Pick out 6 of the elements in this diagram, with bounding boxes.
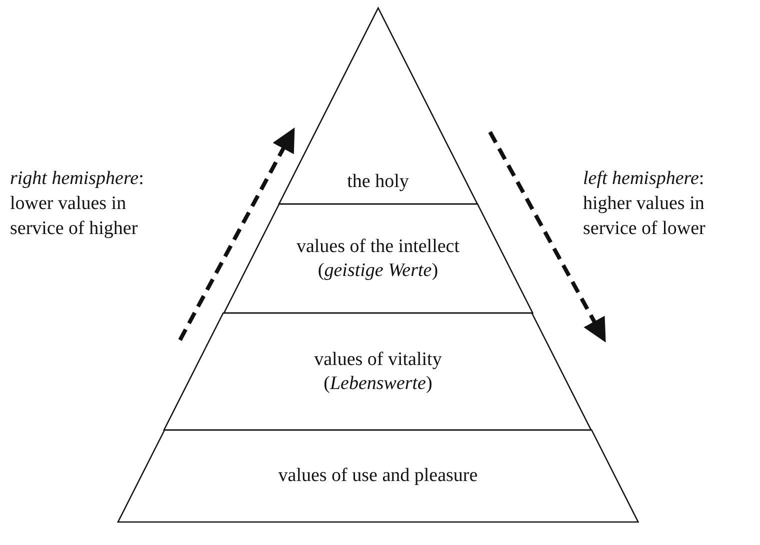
tier-label: the holy — [347, 170, 409, 194]
side-note: left hemisphere: higher values in service of lower — [583, 167, 706, 241]
tier-label: values of use and pleasure — [278, 464, 478, 488]
tier-label: values of the intellect (geistige Werte) — [295, 234, 460, 282]
side-note: right hemisphere: lower values in service of higher — [10, 167, 145, 241]
tier-label: values of vitality (Lebenswerte) — [313, 348, 443, 396]
